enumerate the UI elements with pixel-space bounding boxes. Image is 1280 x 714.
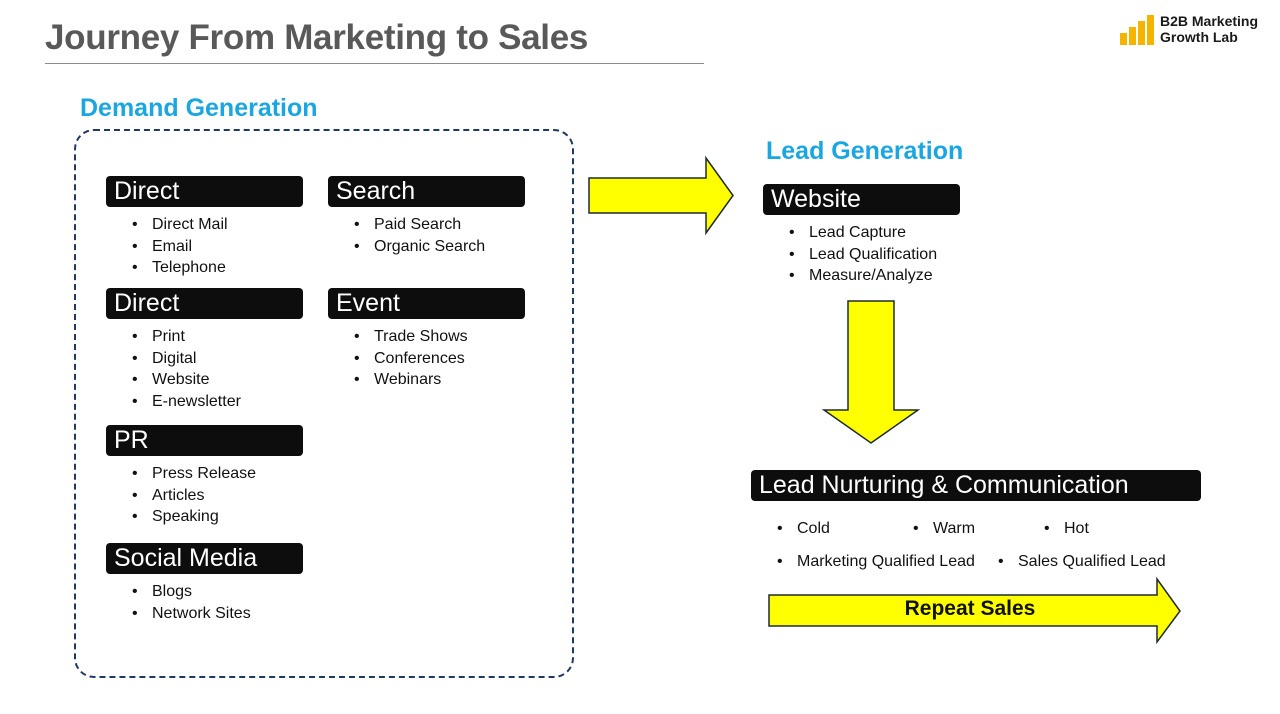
channel-list-event: Trade Shows Conferences Webinars xyxy=(354,326,468,391)
list-item: Blogs xyxy=(132,581,251,603)
list-item: Lead Capture xyxy=(789,222,937,244)
list-item: Press Release xyxy=(132,463,256,485)
list-item: Direct Mail xyxy=(132,214,228,236)
list-item: Paid Search xyxy=(354,214,485,236)
page-title: Journey From Marketing to Sales xyxy=(45,18,589,57)
lead-generation-label-website: Website xyxy=(763,184,960,215)
list-item: Telephone xyxy=(132,257,228,279)
channel-list-search: Paid Search Organic Search xyxy=(354,214,485,257)
demand-generation-heading: Demand Generation xyxy=(80,94,318,122)
channel-list-social-media: Blogs Network Sites xyxy=(132,581,251,624)
list-item: Articles xyxy=(132,485,256,507)
list-item: Trade Shows xyxy=(354,326,468,348)
channel-label-event: Event xyxy=(328,288,525,319)
list-item: Print xyxy=(132,326,241,348)
demand-generation-box xyxy=(74,129,574,678)
list-item: Email xyxy=(132,236,228,258)
list-item: Speaking xyxy=(132,506,256,528)
repeat-sales-label: Repeat Sales xyxy=(904,597,1036,620)
list-item: Conferences xyxy=(354,348,468,370)
down-arrow-icon xyxy=(821,300,921,444)
bar-chart-icon xyxy=(1120,15,1154,45)
lead-stage-hot: Hot xyxy=(1044,520,1089,538)
channel-label-direct-media: Direct xyxy=(106,288,303,319)
list-item: Webinars xyxy=(354,369,468,391)
channel-label-direct: Direct xyxy=(106,176,303,207)
channel-label-social-media: Social Media xyxy=(106,543,303,574)
brand-logo: B2B Marketing Growth Lab xyxy=(1118,13,1268,49)
lead-stage-mql: Marketing Qualified Lead xyxy=(777,553,975,571)
lead-generation-heading: Lead Generation xyxy=(766,137,964,165)
channel-label-pr: PR xyxy=(106,425,303,456)
logo-line-1: B2B Marketing xyxy=(1160,13,1259,29)
list-item: E-newsletter xyxy=(132,391,241,413)
channel-list-pr: Press Release Articles Speaking xyxy=(132,463,256,528)
list-item: Organic Search xyxy=(354,236,485,258)
list-item: Website xyxy=(132,369,241,391)
lead-stage-warm: Warm xyxy=(913,520,975,538)
list-item: Lead Qualification xyxy=(789,244,937,266)
list-item: Measure/Analyze xyxy=(789,265,937,287)
title-divider xyxy=(45,63,704,64)
channel-list-direct-media: Print Digital Website E-newsletter xyxy=(132,326,241,412)
lead-stage-sql: Sales Qualified Lead xyxy=(998,553,1166,571)
list-item: Digital xyxy=(132,348,241,370)
right-arrow-icon xyxy=(588,155,734,236)
logo-text: B2B Marketing Growth Lab xyxy=(1160,13,1258,45)
channel-list-direct: Direct Mail Email Telephone xyxy=(132,214,228,279)
channel-label-search: Search xyxy=(328,176,525,207)
lead-nurturing-label: Lead Nurturing & Communication xyxy=(751,470,1201,501)
lead-generation-list: Lead Capture Lead Qualification Measure/… xyxy=(789,222,937,287)
lead-stage-cold: Cold xyxy=(777,520,830,538)
repeat-sales-arrow-icon xyxy=(768,576,1181,645)
logo-line-2: Growth Lab xyxy=(1160,29,1238,45)
list-item: Network Sites xyxy=(132,603,251,625)
